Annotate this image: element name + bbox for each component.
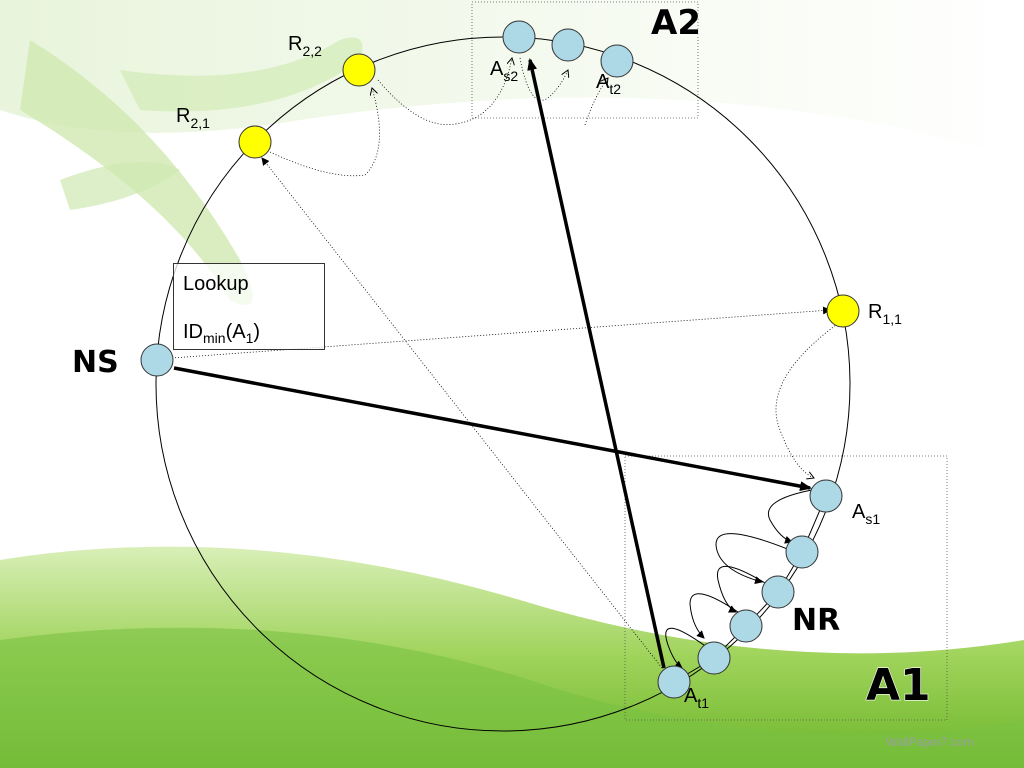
- lookup-id-sub: min: [203, 330, 226, 346]
- lookup-path-r11-to-as1: [775, 321, 841, 478]
- label-at2: At2: [596, 71, 621, 97]
- node-as1: [809, 479, 843, 513]
- lookup-arg-sub: 1: [245, 330, 254, 346]
- lookup-path-to-r11: [171, 306, 831, 359]
- hop-arrow-4: [689, 593, 739, 639]
- lookup-label: Lookup: [183, 273, 249, 295]
- a1-chain-line: [673, 495, 827, 683]
- lookup-arg-close: ): [253, 321, 261, 343]
- arrow-ns-to-as1: [173, 366, 812, 492]
- label-r21: R2,1: [176, 105, 210, 131]
- node-r22: [342, 53, 376, 87]
- label-as2: As2: [490, 58, 518, 84]
- hop-arrow-2: [715, 533, 791, 585]
- node-a1-2: [785, 535, 819, 569]
- label-at1: At1: [684, 685, 709, 711]
- label-nr: NR: [792, 603, 840, 638]
- node-as2: [502, 20, 536, 54]
- node-r21: [238, 125, 272, 159]
- node-a1-3: [761, 575, 795, 609]
- label-a2-region: A2: [651, 3, 701, 43]
- lookup-path-r21-to-r22: [269, 88, 380, 177]
- node-ns: [140, 343, 174, 377]
- lookup-id-text: ID: [183, 321, 203, 343]
- label-r11: R1,1: [868, 301, 902, 327]
- lookup-box: Lookup IDmin(A1): [173, 263, 325, 350]
- label-r22: R2,2: [288, 33, 322, 59]
- label-as1: As1: [852, 501, 880, 527]
- label-a1-region: A1: [866, 660, 931, 711]
- hop-arrow-5: [665, 627, 709, 669]
- lookup-arg-open: (A: [225, 321, 246, 343]
- lookup-path-r22-to-as2: [377, 58, 512, 126]
- label-ns: NS: [72, 345, 119, 380]
- node-a1-4: [729, 609, 763, 643]
- lookup-id-min: IDmin(A1): [183, 321, 260, 346]
- node-at2: [600, 44, 634, 78]
- region-box-a1: [624, 455, 948, 721]
- node-a1-5: [697, 641, 731, 675]
- node-r11: [826, 294, 860, 328]
- arrow-at1-to-as2: [527, 58, 666, 669]
- lookup-path-as2-to-next: [519, 57, 568, 101]
- lookup-path-to-at2: [584, 78, 608, 126]
- watermark: WallPaper7.com: [886, 735, 974, 749]
- lookup-path-at1-to-r21: [261, 157, 663, 669]
- hop-arrow-1: [768, 489, 813, 544]
- node-a2-middle: [551, 28, 585, 62]
- node-at1: [657, 665, 691, 699]
